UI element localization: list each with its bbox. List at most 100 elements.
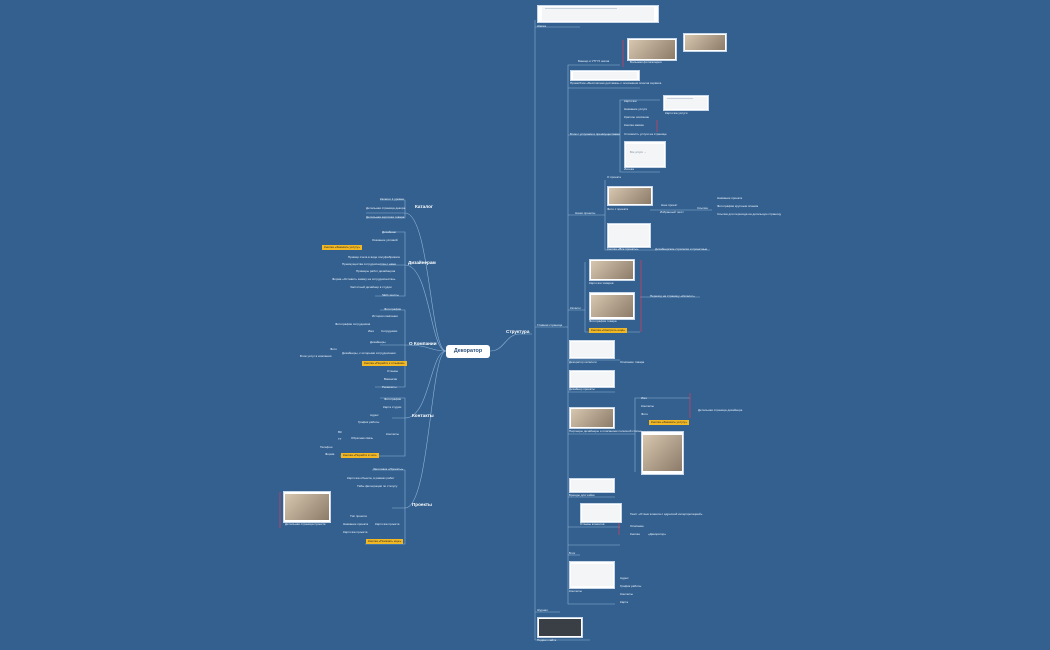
footer-screenshot bbox=[537, 617, 583, 638]
projects-sub: Наш проект bbox=[661, 203, 678, 207]
section-designers[interactable]: Дизайнерам bbox=[408, 260, 436, 265]
designer-sub: Фото bbox=[641, 412, 648, 416]
services-wide-thumbnail bbox=[624, 141, 666, 168]
main-item: Бренды для чайки bbox=[569, 493, 595, 497]
contacts-highlight-button[interactable]: Кнопка «Перейти в чат» bbox=[341, 453, 379, 458]
service-card-thumbnail bbox=[663, 95, 709, 111]
section-catalog[interactable]: Каталог bbox=[415, 204, 433, 209]
about-side: Фото bbox=[330, 347, 337, 351]
service-item: Название услуги bbox=[624, 107, 648, 111]
service-item: Иконка bbox=[624, 167, 634, 171]
reviews-sub: Текст «Отзыв клиента с адресной интерпре… bbox=[630, 512, 703, 516]
project-detail-thumbnail bbox=[283, 491, 331, 523]
about-item: Вакансии bbox=[384, 377, 398, 381]
brands-thumbnail bbox=[569, 478, 615, 493]
catalog-sub: Описание товара bbox=[620, 360, 645, 364]
designers-item: Дизайнам bbox=[382, 230, 396, 234]
project-detail-label: Детальная страница проекта bbox=[285, 522, 326, 526]
contacts-sub: Адрес bbox=[620, 576, 629, 580]
structure-header: Шапка bbox=[537, 24, 547, 28]
project-right: Фотографии крупным планом bbox=[717, 204, 759, 208]
projects-extra: Дизайнерские стратегии и проектные bbox=[655, 247, 708, 251]
main-item: Контакты bbox=[569, 589, 582, 593]
catalog-sub: Карточки товаров bbox=[589, 281, 614, 285]
main-item: Баннер и УТП 5 шагов bbox=[578, 59, 610, 63]
decor-catalog-thumbnail bbox=[569, 340, 615, 359]
projects-sub: Фото с проекта bbox=[607, 207, 629, 211]
projects-item: Тип проекта bbox=[350, 514, 367, 518]
designer-sub: Имя bbox=[641, 396, 647, 400]
section-contacts[interactable]: Контакты bbox=[412, 413, 434, 418]
catalog-link: Переход на страницу «Каталог» bbox=[650, 294, 695, 298]
contacts-item: График работы bbox=[358, 420, 380, 424]
catalog-cards-thumbnail bbox=[589, 259, 635, 281]
section-structure[interactable]: Структура bbox=[506, 329, 530, 334]
about-side: Блок услуг в компании bbox=[300, 354, 332, 358]
main-item: Блок с услугами и преимуществами bbox=[570, 132, 621, 136]
structure-main: Главная страница bbox=[537, 323, 563, 327]
main-item: Декоратор каталоги bbox=[569, 360, 597, 364]
service-card-label: Карточка услуги bbox=[665, 111, 688, 115]
reviews-sub: Описание bbox=[630, 524, 644, 528]
designers-item: Форма «Оставить заявку на сотрудничество… bbox=[332, 277, 396, 281]
projects-item: Табы фильтрации по статусу bbox=[357, 484, 398, 488]
designers-item: Оказание условий bbox=[372, 238, 398, 242]
contacts-side: Форма bbox=[325, 452, 335, 456]
root-node[interactable]: Декоратор bbox=[446, 345, 490, 358]
main-item: Дизайнер проекты bbox=[569, 387, 595, 391]
projects-item: Заголовок «Проекты» bbox=[373, 467, 404, 471]
projects-highlight-button[interactable]: Кнопка «Показать еще» bbox=[366, 539, 404, 544]
catalog-highlight-button[interactable]: Кнопка «Смотреть ещё» bbox=[589, 328, 627, 333]
contacts-sub: Карта bbox=[620, 600, 629, 604]
structure-journal: Журнал bbox=[537, 608, 548, 612]
main-item: Наши проекты bbox=[575, 211, 596, 215]
projects-item: Карточка проекта bbox=[343, 530, 368, 534]
projects-item: Карточка объекта, в рамках работ bbox=[347, 476, 395, 480]
projects-sub-tag: Ссылка bbox=[697, 206, 708, 210]
projects-photo-thumbnail bbox=[607, 186, 653, 206]
catalog-sub: Фотография товара bbox=[589, 319, 617, 323]
about-item: Дизайнеры bbox=[370, 340, 386, 344]
about-item: Реквизиты bbox=[382, 385, 397, 389]
section-about[interactable]: О Компании bbox=[409, 341, 437, 346]
contacts-item: Карта студии bbox=[383, 405, 402, 409]
service-item: Кнопка заказа bbox=[624, 123, 644, 127]
designers-item: Примеры работ дизайнеров bbox=[356, 269, 396, 273]
header-screenshot bbox=[537, 5, 659, 23]
service-item: Карточки bbox=[624, 99, 637, 103]
contacts-side: ТГ bbox=[338, 437, 342, 441]
catalog-item: Детальная страница декора bbox=[366, 206, 406, 210]
projects-sub: О проекте bbox=[607, 175, 622, 179]
project-right: Название проекта bbox=[717, 196, 743, 200]
projects-item: Название проекта bbox=[343, 522, 369, 526]
about-item: Фотографии сотрудников bbox=[335, 322, 371, 326]
designers-highlight-button[interactable]: Кнопка «Заказать услугу» bbox=[322, 245, 363, 250]
contacts-item: Фотографии bbox=[384, 397, 402, 401]
contacts-side: ВК bbox=[338, 430, 342, 434]
service-item: Краткое описание bbox=[624, 115, 650, 119]
designers-item: Частотный дизайнер в студии bbox=[350, 285, 392, 289]
projects-sub: Избранный текст bbox=[660, 210, 684, 214]
contacts-item: Контакты bbox=[386, 432, 399, 436]
projects-all-thumbnail bbox=[607, 223, 651, 248]
designer-projects-thumbnail bbox=[569, 370, 615, 388]
about-side: Имя bbox=[368, 329, 374, 333]
banner-label: Большая фотогалерея bbox=[630, 60, 662, 64]
designer-highlight-button[interactable]: Кнопка «Заказать услугу» bbox=[649, 420, 690, 425]
services-wide-link: Все услуги → bbox=[630, 151, 647, 154]
contacts-item: Адрес bbox=[370, 413, 379, 417]
contacts-sub: Контакты bbox=[620, 592, 633, 596]
catalog-photo-thumbnail bbox=[589, 292, 635, 320]
main-item: Партнеры дизайнеры и описанием полезной … bbox=[569, 429, 642, 433]
about-item: История компании bbox=[372, 314, 398, 318]
designer-right: Детальная страница дизайнера bbox=[698, 408, 743, 412]
section-projects[interactable]: Проекты bbox=[412, 502, 432, 507]
reviews-sub: Кнопка bbox=[630, 532, 640, 536]
projects-sub: Кнопка «Все проекты» bbox=[607, 247, 639, 251]
contacts-map-thumbnail bbox=[569, 561, 615, 589]
contacts-item: Обратная связь bbox=[351, 436, 374, 440]
about-highlight-button[interactable]: Кнопка «Перейти к отзывам» bbox=[362, 361, 407, 366]
service-item: Стоимость услуги на странице bbox=[624, 132, 667, 136]
reviews-sub: «Декоратор» bbox=[648, 532, 666, 536]
